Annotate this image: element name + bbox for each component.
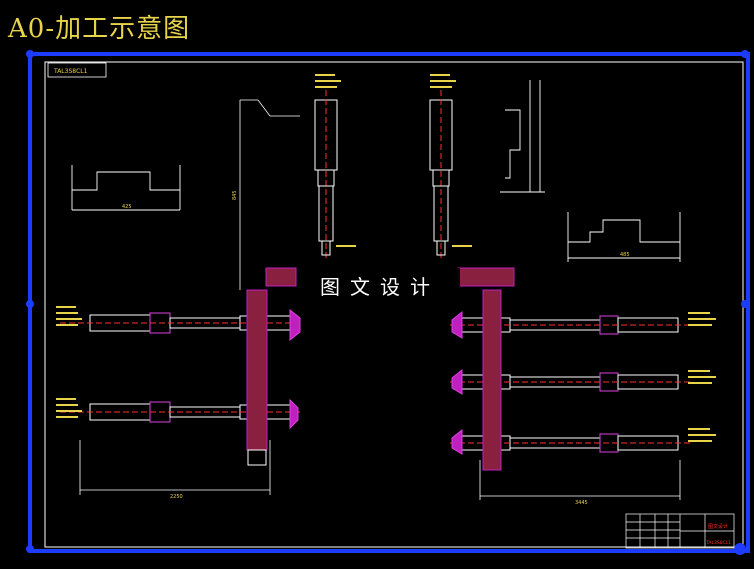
leader-line — [240, 99, 300, 117]
top-annotations — [315, 74, 472, 247]
right-plate — [482, 289, 502, 471]
corner-marker — [26, 300, 34, 308]
left-plate — [246, 289, 268, 451]
titleblock-drawing-no: TAL3S8CL1 — [705, 540, 731, 546]
top-right-profile — [500, 80, 545, 193]
left-cap — [265, 267, 297, 287]
right-cap — [457, 267, 515, 287]
top-spindle-right — [429, 90, 453, 260]
code-box — [47, 62, 107, 78]
watermark: 图文设计 — [300, 268, 460, 302]
title-block — [625, 513, 735, 549]
right-workpiece-2 — [451, 368, 463, 395]
left-workpiece-lower — [289, 398, 299, 430]
right-workpiece-3 — [451, 428, 463, 455]
right-annotations — [688, 312, 716, 442]
corner-marker — [26, 50, 34, 58]
left-workpiece-upper — [289, 308, 301, 342]
outer-frame — [28, 52, 750, 553]
corner-marker — [741, 300, 749, 308]
right-box-width: 485 — [620, 252, 630, 258]
right-profile-box — [567, 212, 681, 262]
right-bottom-dim: 3445 — [575, 500, 588, 506]
left-box-width: 425 — [122, 204, 132, 210]
titleblock-company: 图文设计 — [708, 523, 728, 530]
corner-marker — [26, 545, 34, 553]
left-profile-box — [71, 165, 181, 211]
right-workpiece-1 — [451, 310, 463, 339]
center-vertical-dim: 845 — [232, 190, 238, 200]
left-bottom-dim: 2250 — [170, 494, 183, 500]
corner-marker — [734, 543, 746, 555]
corner-marker — [741, 50, 749, 58]
drawing-code: TAL3S8CL1 — [53, 68, 88, 75]
inner-frame — [44, 61, 744, 548]
header-title: A0-加工示意图 — [8, 14, 191, 44]
left-plate-base — [247, 449, 267, 466]
top-spindle-left — [314, 90, 338, 260]
left-annotations — [56, 306, 82, 418]
